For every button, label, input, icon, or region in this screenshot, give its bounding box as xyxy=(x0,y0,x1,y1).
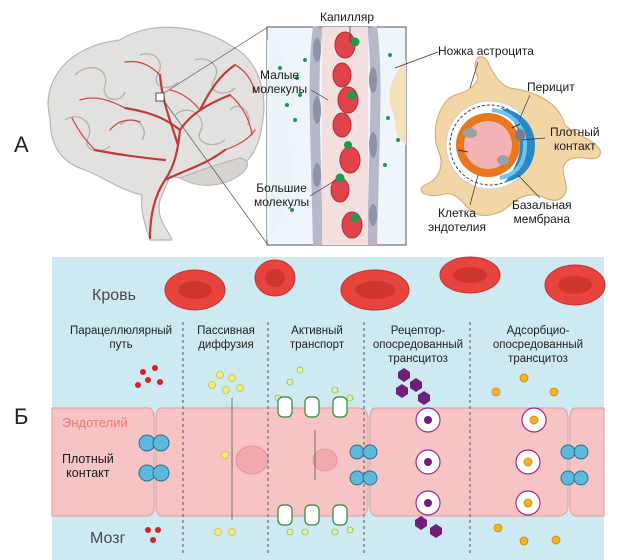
label-capillary: Капилляр xyxy=(320,10,375,24)
panel-b-letter: Б xyxy=(14,404,29,429)
label-blood: Кровь xyxy=(92,287,136,304)
pathway-active-transport: Активный транспорт xyxy=(289,325,345,351)
label-large-molecules: Большие молекулы xyxy=(254,181,310,209)
pathway-paracellular: Парацеллюлярный путь xyxy=(69,325,173,351)
cross-section-illustration xyxy=(420,56,601,216)
label-endothelium: Эндотелий xyxy=(62,415,128,430)
pathway-adsorptive-mediated: Адсорбцио- опосредованный трансцитоз xyxy=(492,325,584,365)
label-astrocyte-foot: Ножка астроцита xyxy=(438,44,534,58)
pathway-passive-diffusion: Пассивная диффузия xyxy=(197,325,255,351)
label-brain: Мозг xyxy=(90,530,126,547)
panel-a-letter: А xyxy=(14,132,29,157)
label-small-molecules: Малые молекулы xyxy=(252,68,308,96)
capillary-zoom-box xyxy=(266,26,407,246)
label-tight-junction-a: Плотный контакт xyxy=(550,125,600,153)
brain-illustration xyxy=(47,26,265,241)
tight-junctions xyxy=(138,434,589,486)
label-endothelial-cell: Клетка эндотелия xyxy=(428,206,487,234)
label-tight-junction-b: Плотный контакт xyxy=(62,452,114,480)
label-pericyte: Перицит xyxy=(527,80,575,94)
pathway-receptor-mediated: Рецептор- опосредованный трансцитоз xyxy=(372,325,464,365)
label-basal-membrane: Базальная мембрана xyxy=(512,198,572,226)
